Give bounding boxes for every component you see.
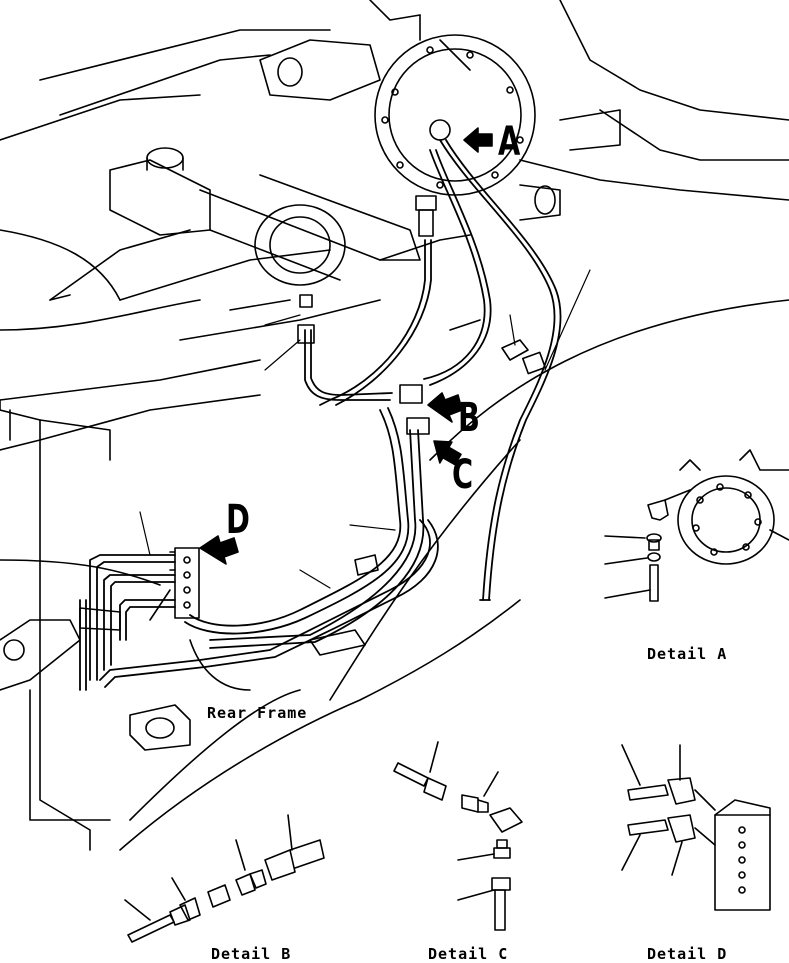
callout-d: D [226, 497, 250, 543]
transmission-housing [259, 14, 621, 221]
detail-c-drawing [393, 741, 523, 931]
axle-housing [49, 147, 421, 301]
machine-frame-outline [0, 0, 789, 851]
hydraulic-hoses [79, 139, 562, 691]
detail-d-label: Detail D [647, 945, 728, 963]
detail-a-label: Detail A [647, 645, 728, 663]
junction-block-d [169, 547, 200, 619]
detail-a-drawing [604, 449, 789, 602]
leader-lines [139, 269, 591, 589]
rear-frame-label: Rear Frame [207, 704, 308, 722]
callout-arrows [199, 127, 493, 565]
callout-b: B [458, 395, 480, 441]
main-fittings [79, 195, 546, 631]
detail-b-drawing [124, 814, 325, 943]
detail-c-label: Detail C [428, 945, 509, 963]
detail-d-drawing [621, 744, 771, 911]
detail-b-label: Detail B [211, 945, 292, 963]
callout-a: A [498, 119, 521, 165]
rear-frame-structure [0, 399, 366, 851]
callout-c: C [452, 452, 474, 498]
